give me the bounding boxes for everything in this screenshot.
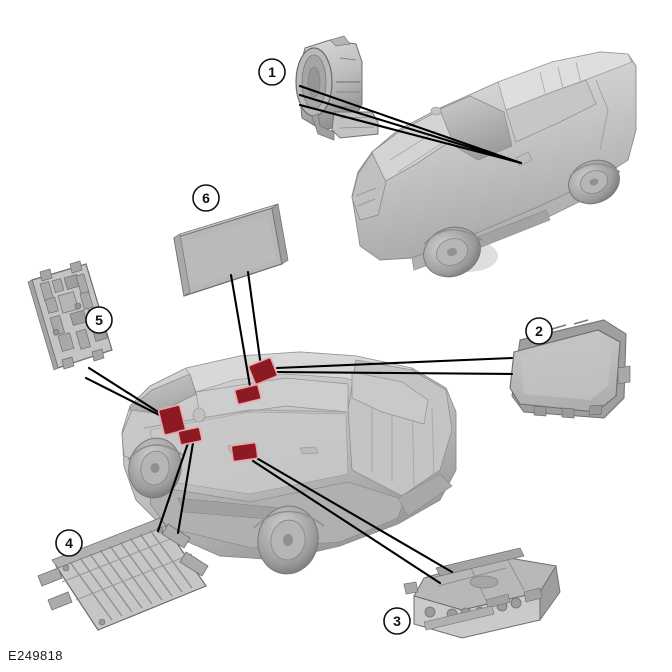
leader-4-a xyxy=(156,441,190,533)
figure-id-label: E249818 xyxy=(8,648,63,663)
leader-lines xyxy=(84,84,523,585)
marker-windscreen-base xyxy=(234,383,262,406)
callout-3-label: 3 xyxy=(393,613,401,629)
leader-3-a xyxy=(251,454,454,574)
leader-6-b xyxy=(246,270,264,376)
leader-1-c xyxy=(298,103,523,165)
component-heatsink-module xyxy=(37,517,209,631)
location-markers xyxy=(157,357,279,463)
leader-2-b xyxy=(275,370,514,376)
callout-6[interactable]: 6 xyxy=(192,184,220,212)
component-control-module xyxy=(403,547,561,639)
leader-1-b xyxy=(298,93,523,165)
leader-3-b xyxy=(251,459,442,585)
callout-4[interactable]: 4 xyxy=(55,529,83,557)
marker-front-pillar xyxy=(157,404,187,436)
vehicle-front-view xyxy=(351,51,637,278)
callout-4-label: 4 xyxy=(65,535,73,551)
callout-1[interactable]: 1 xyxy=(258,58,286,86)
marker-upper-roof xyxy=(247,357,279,385)
component-display-screen xyxy=(173,203,289,297)
callout-3[interactable]: 3 xyxy=(383,607,411,635)
marker-body-side xyxy=(230,441,259,463)
callout-6-label: 6 xyxy=(202,190,210,206)
leader-6-a xyxy=(229,273,254,400)
callout-2[interactable]: 2 xyxy=(525,317,553,345)
leader-4-b xyxy=(176,441,195,535)
component-fuse-box xyxy=(27,260,113,371)
callout-2-label: 2 xyxy=(535,323,543,339)
callout-5[interactable]: 5 xyxy=(85,306,113,334)
leader-1-a xyxy=(298,84,523,165)
leader-2-a xyxy=(275,356,514,370)
callout-5-label: 5 xyxy=(95,312,103,328)
callout-1-label: 1 xyxy=(268,64,276,80)
marker-lower-front xyxy=(177,426,203,446)
callout-markers: 1 2 3 4 5 6 xyxy=(55,58,553,635)
